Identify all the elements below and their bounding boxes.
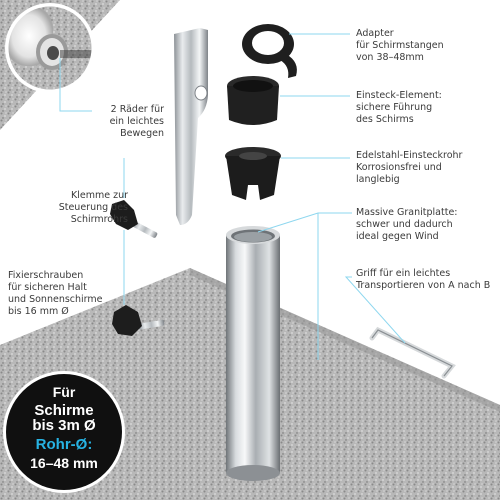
badge-line-2: Schirme — [34, 402, 94, 419]
clamp-knob-icon — [110, 200, 158, 238]
steel-clip-icon — [174, 28, 208, 225]
badge-line-5: 16–48 mm — [30, 455, 98, 471]
leader-lines — [59, 33, 406, 360]
fixing-screw-icon — [112, 305, 165, 336]
stainless-tube-icon — [226, 226, 280, 481]
insert-element-icon — [227, 76, 279, 125]
wheel-icon — [5, 3, 95, 93]
adapter-ring-icon — [242, 24, 297, 78]
badge-line-3: bis 3m Ø — [32, 417, 96, 434]
cross-insert-icon — [225, 147, 281, 200]
badge-line-1: Für — [52, 384, 76, 400]
badge-line-4: Rohr-Ø: — [35, 436, 93, 453]
size-badge: Für Schirme bis 3m Ø Rohr-Ø: 16–48 mm — [6, 374, 122, 490]
handle-icon — [369, 326, 456, 379]
